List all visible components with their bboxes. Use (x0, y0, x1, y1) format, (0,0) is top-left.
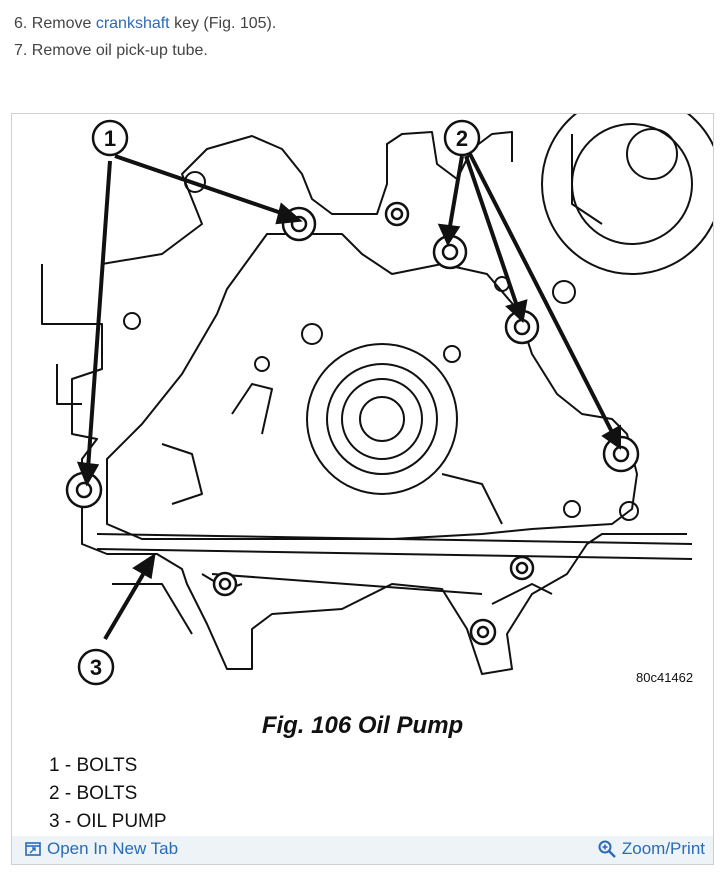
figure-toolbar: Open In New Tab Zoom/Print (12, 836, 713, 864)
callout-3: 3 (90, 655, 102, 680)
open-in-new-tab-button[interactable]: Open In New Tab (25, 839, 178, 859)
figure-frame[interactable]: 1 2 3 80c41462 Fig. 106 Oil Pump 1 - BOL… (11, 113, 714, 865)
step-6: 6. Remove crankshaft key (Fig. 105). (14, 15, 277, 32)
legend-item: 3 - OIL PUMP (49, 811, 167, 832)
crankshaft-link[interactable]: crankshaft (95, 15, 170, 32)
legend-item: 1 - BOLTS (49, 755, 138, 776)
step-7: 7. Remove oil pick-up tube. (14, 42, 208, 59)
zoom-print-label: Zoom/Print (621, 839, 705, 858)
figure-legend: 1 - BOLTS 2 - BOLTS 3 - OIL PUMP (49, 752, 167, 836)
zoom-print-button[interactable]: Zoom/Print (598, 839, 705, 859)
magnifier-icon (598, 840, 616, 858)
oil-pump-drawing: 1 2 3 (41, 114, 713, 686)
open-in-new-tab-label: Open In New Tab (47, 839, 179, 858)
callout-1: 1 (104, 126, 116, 151)
open-tab-icon (25, 842, 41, 856)
figure-caption: Fig. 106 Oil Pump (261, 712, 464, 739)
legend-item: 2 - BOLTS (49, 783, 138, 804)
callout-2: 2 (456, 126, 468, 151)
instruction-steps: 6. Remove crankshaft key (Fig. 105). 7. … (14, 10, 276, 64)
figure-code: 80c41462 (636, 670, 694, 685)
